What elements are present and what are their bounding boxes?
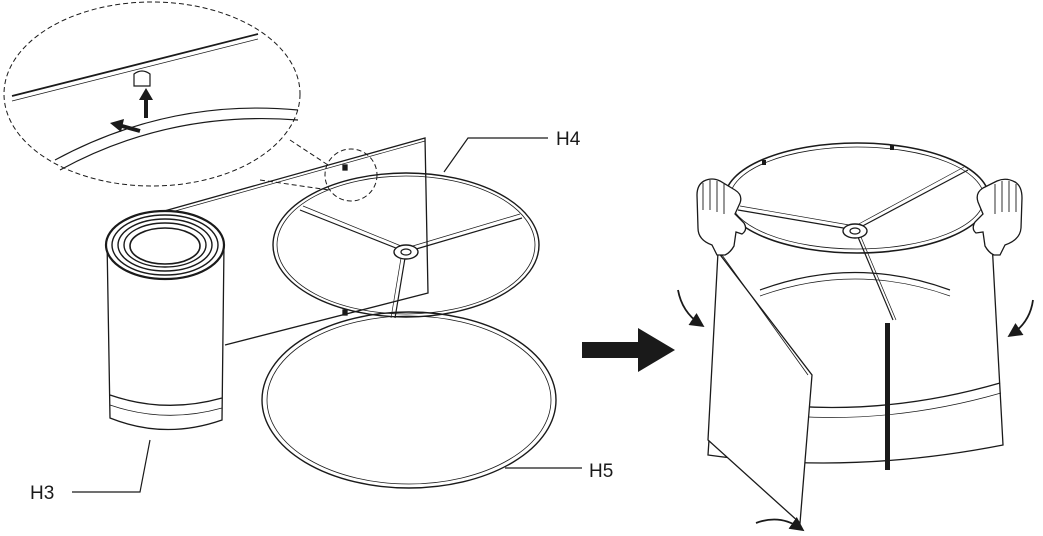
hand-icon <box>972 178 1023 256</box>
right-arrow-icon <box>582 328 675 372</box>
bottom-ring-h5 <box>261 311 557 489</box>
hand-icon <box>696 178 747 256</box>
up-arrow-icon <box>139 88 153 118</box>
left-arrow-icon <box>110 119 141 133</box>
detail-callout <box>3 1 378 202</box>
leader-lines <box>72 137 582 493</box>
label-h4: H4 <box>556 129 581 150</box>
rolled-shade-h3 <box>104 209 226 431</box>
label-h5: H5 <box>589 461 613 482</box>
curved-arrow-icon <box>677 289 1034 532</box>
assembled-lampshade <box>707 142 1004 525</box>
label-h3: H3 <box>30 483 54 504</box>
top-ring-spider-h4 <box>272 172 540 319</box>
shade-panel-sheet <box>149 137 429 346</box>
